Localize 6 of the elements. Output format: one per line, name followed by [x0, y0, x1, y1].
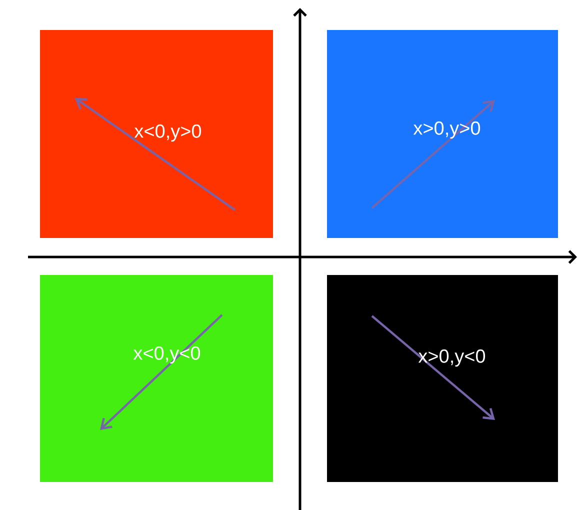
quadrant-label: x>0,y>0: [413, 121, 480, 139]
quadrant-box: [327, 30, 558, 238]
quadrant-box: [40, 274, 273, 482]
quadrant-label: x<0,y>0: [134, 124, 202, 142]
quadrant-box: [327, 274, 558, 482]
quadrant-box: [40, 30, 273, 238]
